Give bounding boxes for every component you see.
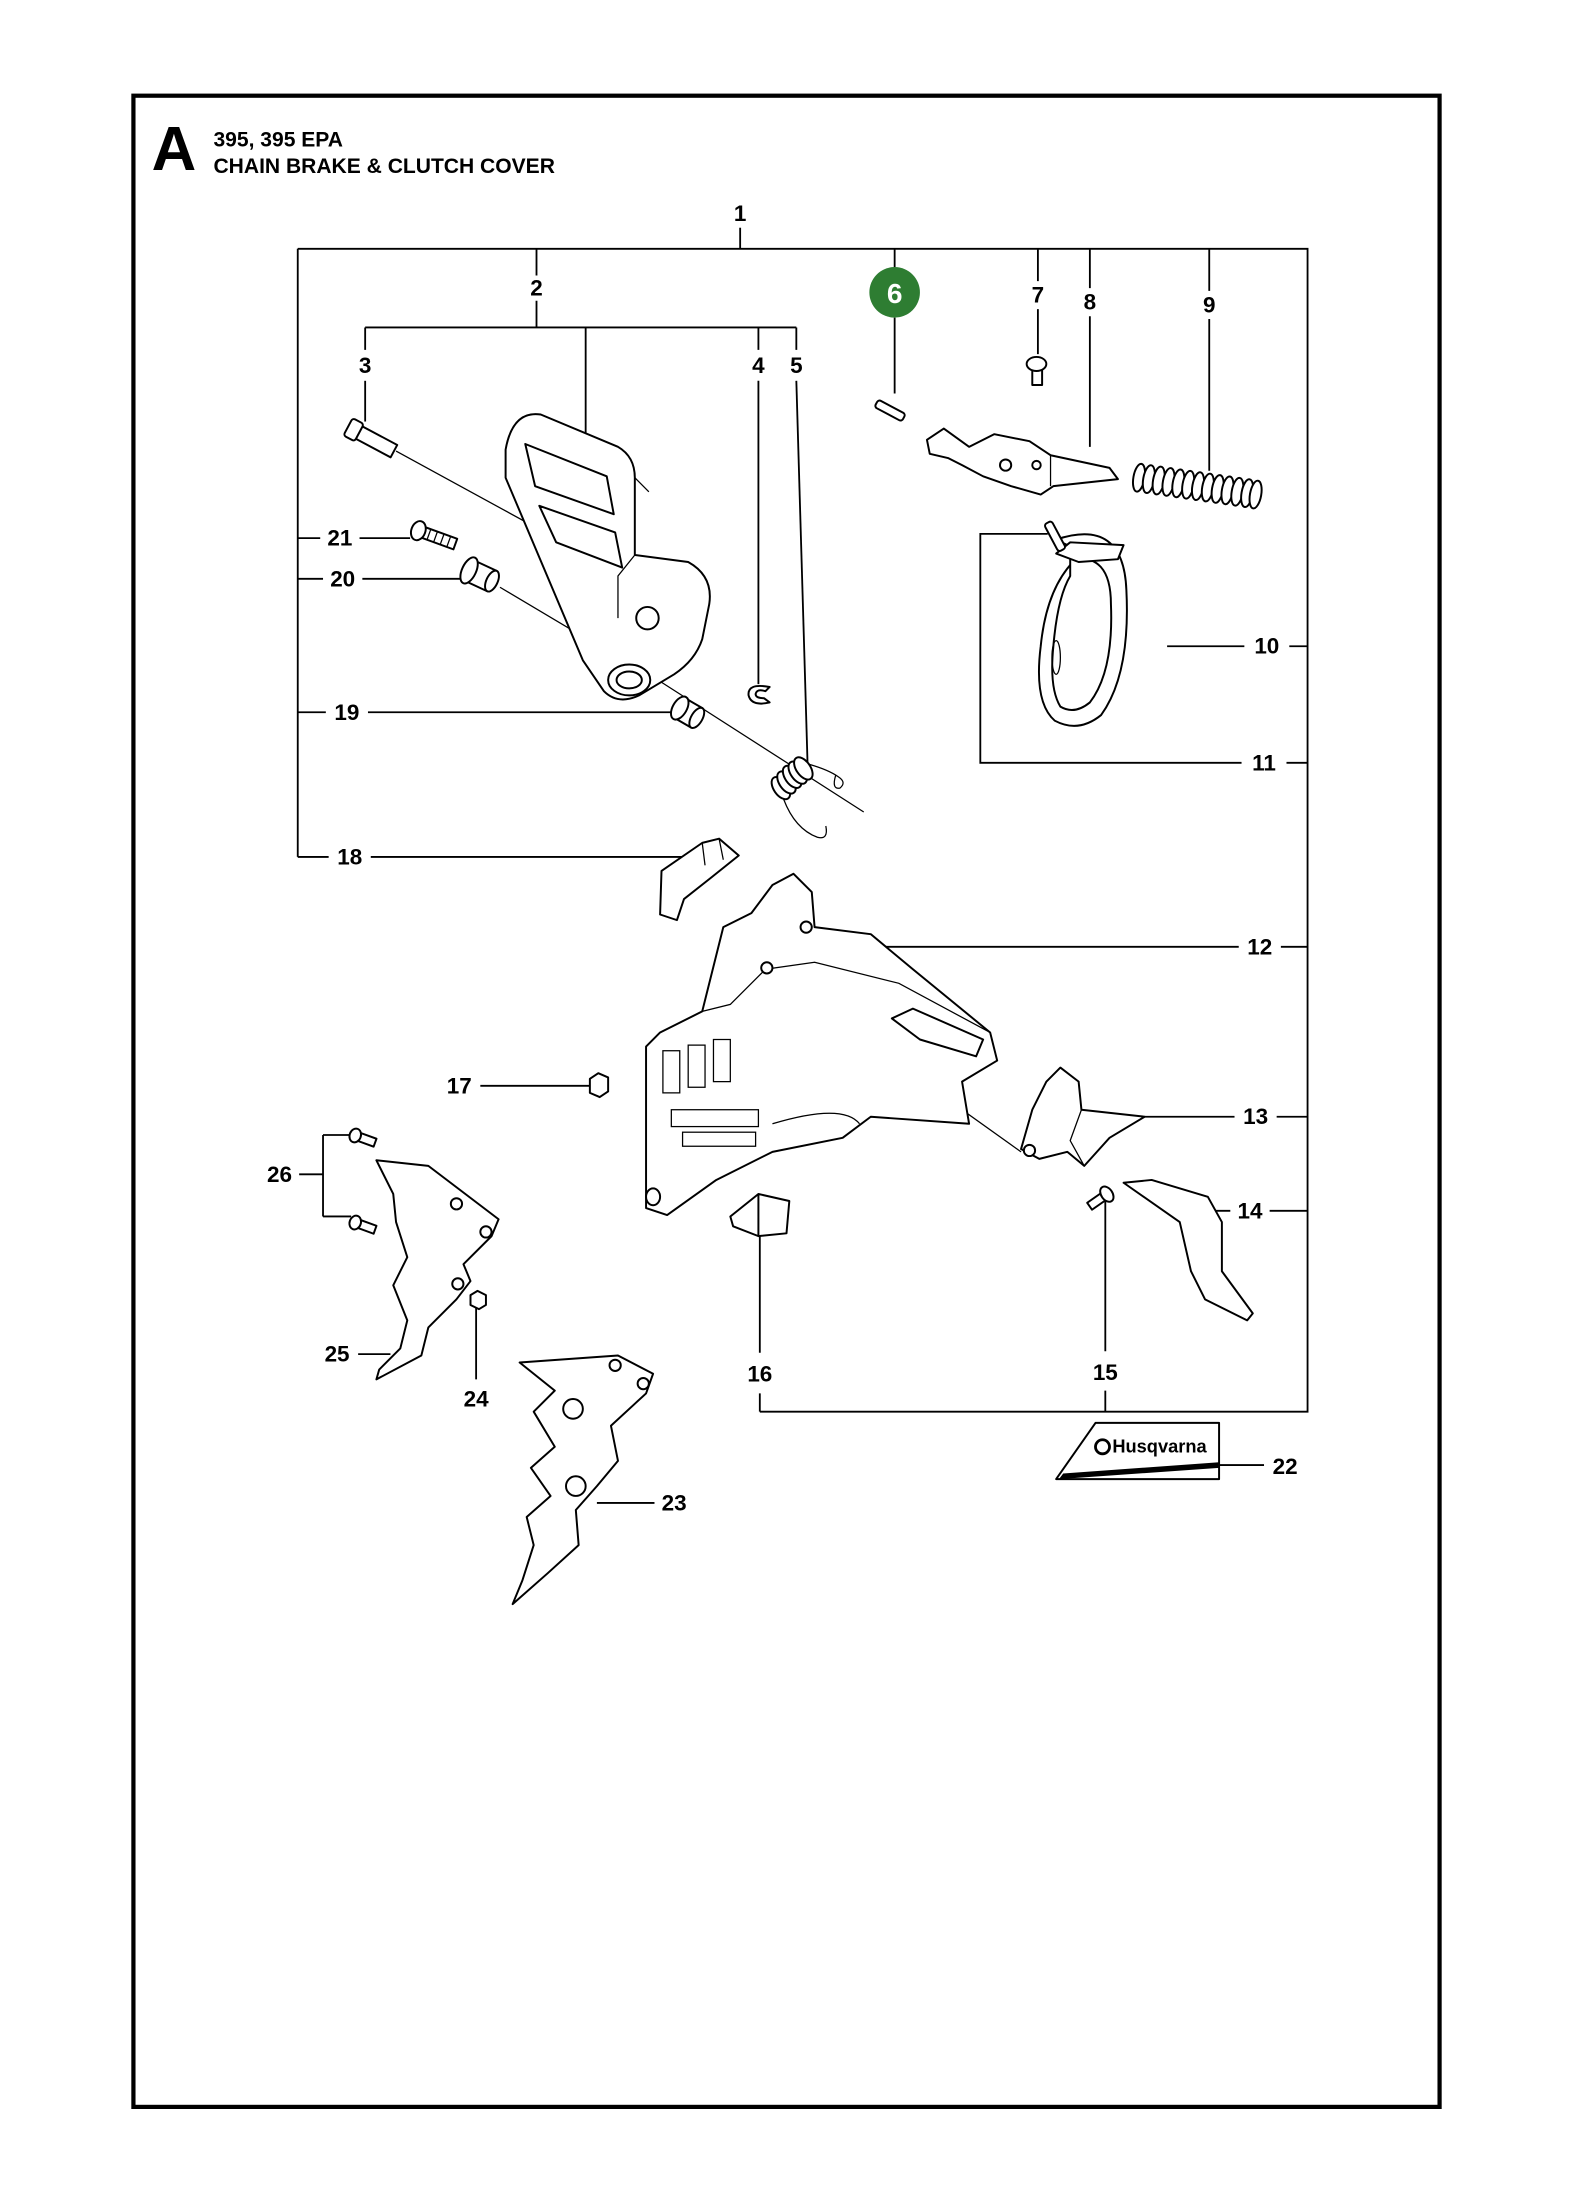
part-8-lever <box>925 427 1119 496</box>
part-21-screw <box>409 520 459 551</box>
callout-20: 20 <box>330 566 355 591</box>
callout-13: 13 <box>1243 1104 1268 1129</box>
page-title: CHAIN BRAKE & CLUTCH COVER <box>213 155 554 178</box>
part-14-guard <box>1122 1178 1254 1322</box>
part-4-circlip <box>747 684 771 705</box>
callout-19: 19 <box>334 700 359 725</box>
part-11-pin <box>1044 520 1066 552</box>
leader-lines <box>296 227 1309 1504</box>
part-5-spring <box>770 756 844 839</box>
callout-4: 4 <box>752 353 765 378</box>
callout-9: 9 <box>1203 292 1216 317</box>
part-2-brake-handle <box>504 413 711 701</box>
decal-brand-text: Husqvarna <box>1112 1435 1207 1456</box>
part-16-block <box>729 1193 791 1238</box>
callout-8: 8 <box>1084 290 1097 315</box>
callout-15: 15 <box>1093 1360 1118 1385</box>
part-9-spring <box>1131 462 1263 510</box>
part-22-decal: Husqvarna <box>1055 1421 1221 1481</box>
callout-1: 1 <box>734 201 747 226</box>
part-18-clip <box>659 837 740 922</box>
callout-2: 2 <box>530 276 543 301</box>
page-frame <box>131 93 1442 2110</box>
callout-21: 21 <box>327 526 352 551</box>
callout-5: 5 <box>790 353 803 378</box>
part-13-deflector <box>1020 1066 1146 1167</box>
callout-14: 14 <box>1237 1198 1262 1223</box>
part-12-clutch-cover <box>645 872 999 1217</box>
callout-7: 7 <box>1032 283 1045 308</box>
callout-12: 12 <box>1247 934 1272 959</box>
part-19-bushing <box>670 695 706 729</box>
part-23-spike-plate <box>511 1354 655 1606</box>
part-7-screw <box>1025 355 1048 387</box>
callout-6: 6 <box>887 278 903 309</box>
part-20-bushing <box>459 556 500 593</box>
callout-11: 11 <box>1252 750 1276 775</box>
part-26-screws <box>348 1127 378 1235</box>
callout-18: 18 <box>337 844 362 869</box>
callout-16: 16 <box>747 1361 772 1386</box>
callout-6-highlight-badge <box>869 267 920 318</box>
callout-3: 3 <box>359 353 371 378</box>
part-25-bumper-plate <box>375 1159 500 1381</box>
part-10-brake-band <box>1038 533 1128 727</box>
callout-26: 26 <box>267 1162 292 1187</box>
callout-17: 17 <box>447 1073 472 1098</box>
callout-25: 25 <box>325 1342 350 1367</box>
part-15-screw <box>1086 1185 1115 1211</box>
callout-23: 23 <box>662 1490 687 1515</box>
part-3-bolt <box>343 418 399 459</box>
callout-labels: 1 2 3 4 5 6 7 8 9 10 11 12 13 14 15 16 1… <box>267 201 1298 1515</box>
callout-22: 22 <box>1273 1454 1298 1479</box>
part-17-nut <box>588 1072 610 1099</box>
section-letter: A <box>152 115 197 184</box>
callout-24: 24 <box>464 1387 489 1412</box>
husqvarna-crown-icon <box>1094 1438 1111 1456</box>
part-6-pin <box>874 399 906 422</box>
model-numbers: 395, 395 EPA <box>213 128 343 151</box>
callout-10: 10 <box>1254 634 1279 659</box>
part-24-nut <box>469 1289 487 1311</box>
